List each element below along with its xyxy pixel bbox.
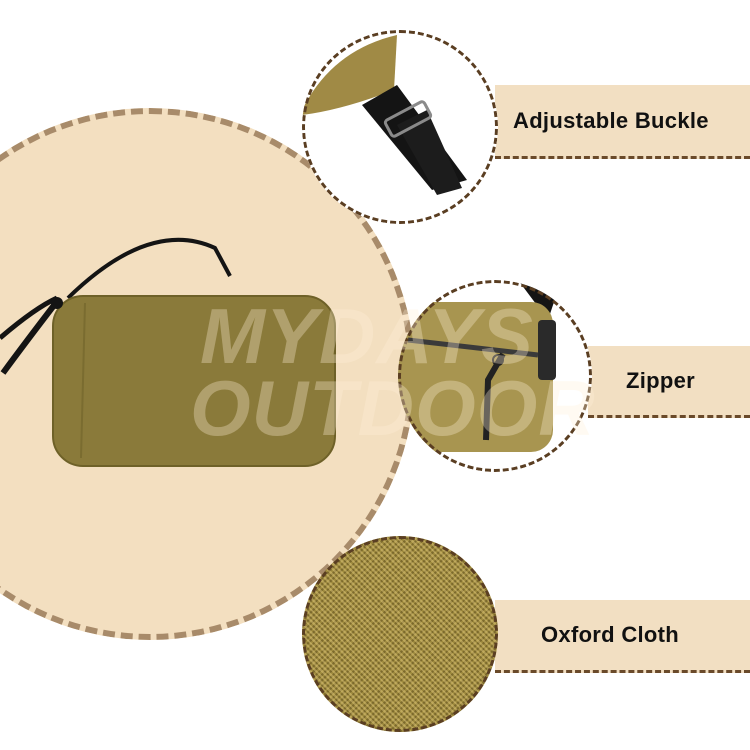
handbag-illustration <box>0 237 336 467</box>
oxford-circle-dashed-border <box>302 536 498 732</box>
watermark-line-1: MYDAYS <box>200 292 534 380</box>
feature-banner-zipper: Zipper <box>588 346 750 418</box>
zipper-closeup-icon <box>398 280 558 452</box>
watermark-line-2: OUTDOOR <box>190 364 596 452</box>
feature-label-buckle: Adjustable Buckle <box>513 107 709 133</box>
zipper-detail-circle <box>398 280 592 472</box>
oxford-cloth-detail-circle <box>302 536 498 732</box>
feature-label-zipper: Zipper <box>626 367 696 393</box>
feature-banner-oxford: Oxford Cloth <box>495 600 750 673</box>
buckle-detail-circle <box>302 30 498 224</box>
feature-label-oxford: Oxford Cloth <box>541 622 680 647</box>
buckle-closeup-icon <box>302 35 467 195</box>
feature-banner-buckle: Adjustable Buckle <box>495 85 750 159</box>
brand-watermark: MYDAYS OUTDOOR <box>190 292 596 452</box>
